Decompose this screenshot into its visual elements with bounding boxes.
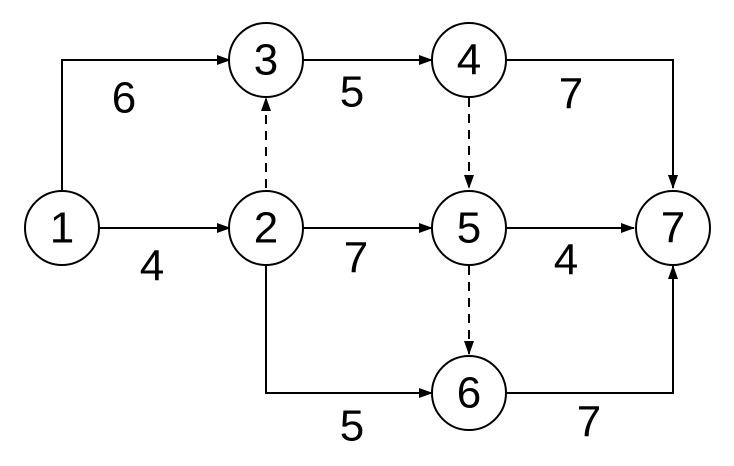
- node-2: 2: [228, 190, 304, 266]
- node-1-label: 1: [50, 204, 74, 253]
- weight-label-4-7: 7: [559, 70, 583, 119]
- node-7: 7: [635, 190, 711, 266]
- node-4: 4: [431, 22, 507, 98]
- node-6-label: 6: [457, 369, 481, 418]
- node-1: 1: [24, 190, 100, 266]
- node-2-circle: [228, 190, 304, 266]
- node-5-circle: [431, 190, 507, 266]
- node-3: 3: [228, 22, 304, 98]
- nodes-group: 1 2 3 4 5 6 7: [24, 22, 711, 431]
- node-4-circle: [431, 22, 507, 98]
- edge-2-6: [265, 266, 433, 398]
- node-1-circle: [24, 190, 100, 266]
- node-6-circle: [431, 355, 507, 431]
- edges-group: [61, 55, 678, 398]
- edge-1-3: [61, 55, 231, 190]
- node-7-circle: [635, 190, 711, 266]
- weight-label-1-2: 4: [140, 242, 164, 291]
- node-3-circle: [228, 22, 304, 98]
- node-5: 5: [431, 190, 507, 266]
- node-4-label: 4: [457, 36, 481, 85]
- weight-label-3-4: 5: [340, 68, 364, 117]
- weight-label-2-6: 5: [340, 402, 364, 451]
- weight-label-5-7: 4: [554, 236, 578, 285]
- weight-label-1-3: 6: [112, 74, 136, 123]
- node-2-label: 2: [254, 204, 278, 253]
- edge-weights-group: 6 4 5 7 5 7 4 7: [112, 68, 601, 451]
- node-6: 6: [431, 355, 507, 431]
- node-7-label: 7: [661, 204, 685, 253]
- node-3-label: 3: [254, 36, 278, 85]
- edge-6-7: [507, 265, 678, 394]
- edge-4-7: [507, 59, 678, 189]
- weight-label-2-5: 7: [344, 234, 368, 283]
- weight-label-6-7: 7: [577, 398, 601, 447]
- node-5-label: 5: [457, 204, 481, 253]
